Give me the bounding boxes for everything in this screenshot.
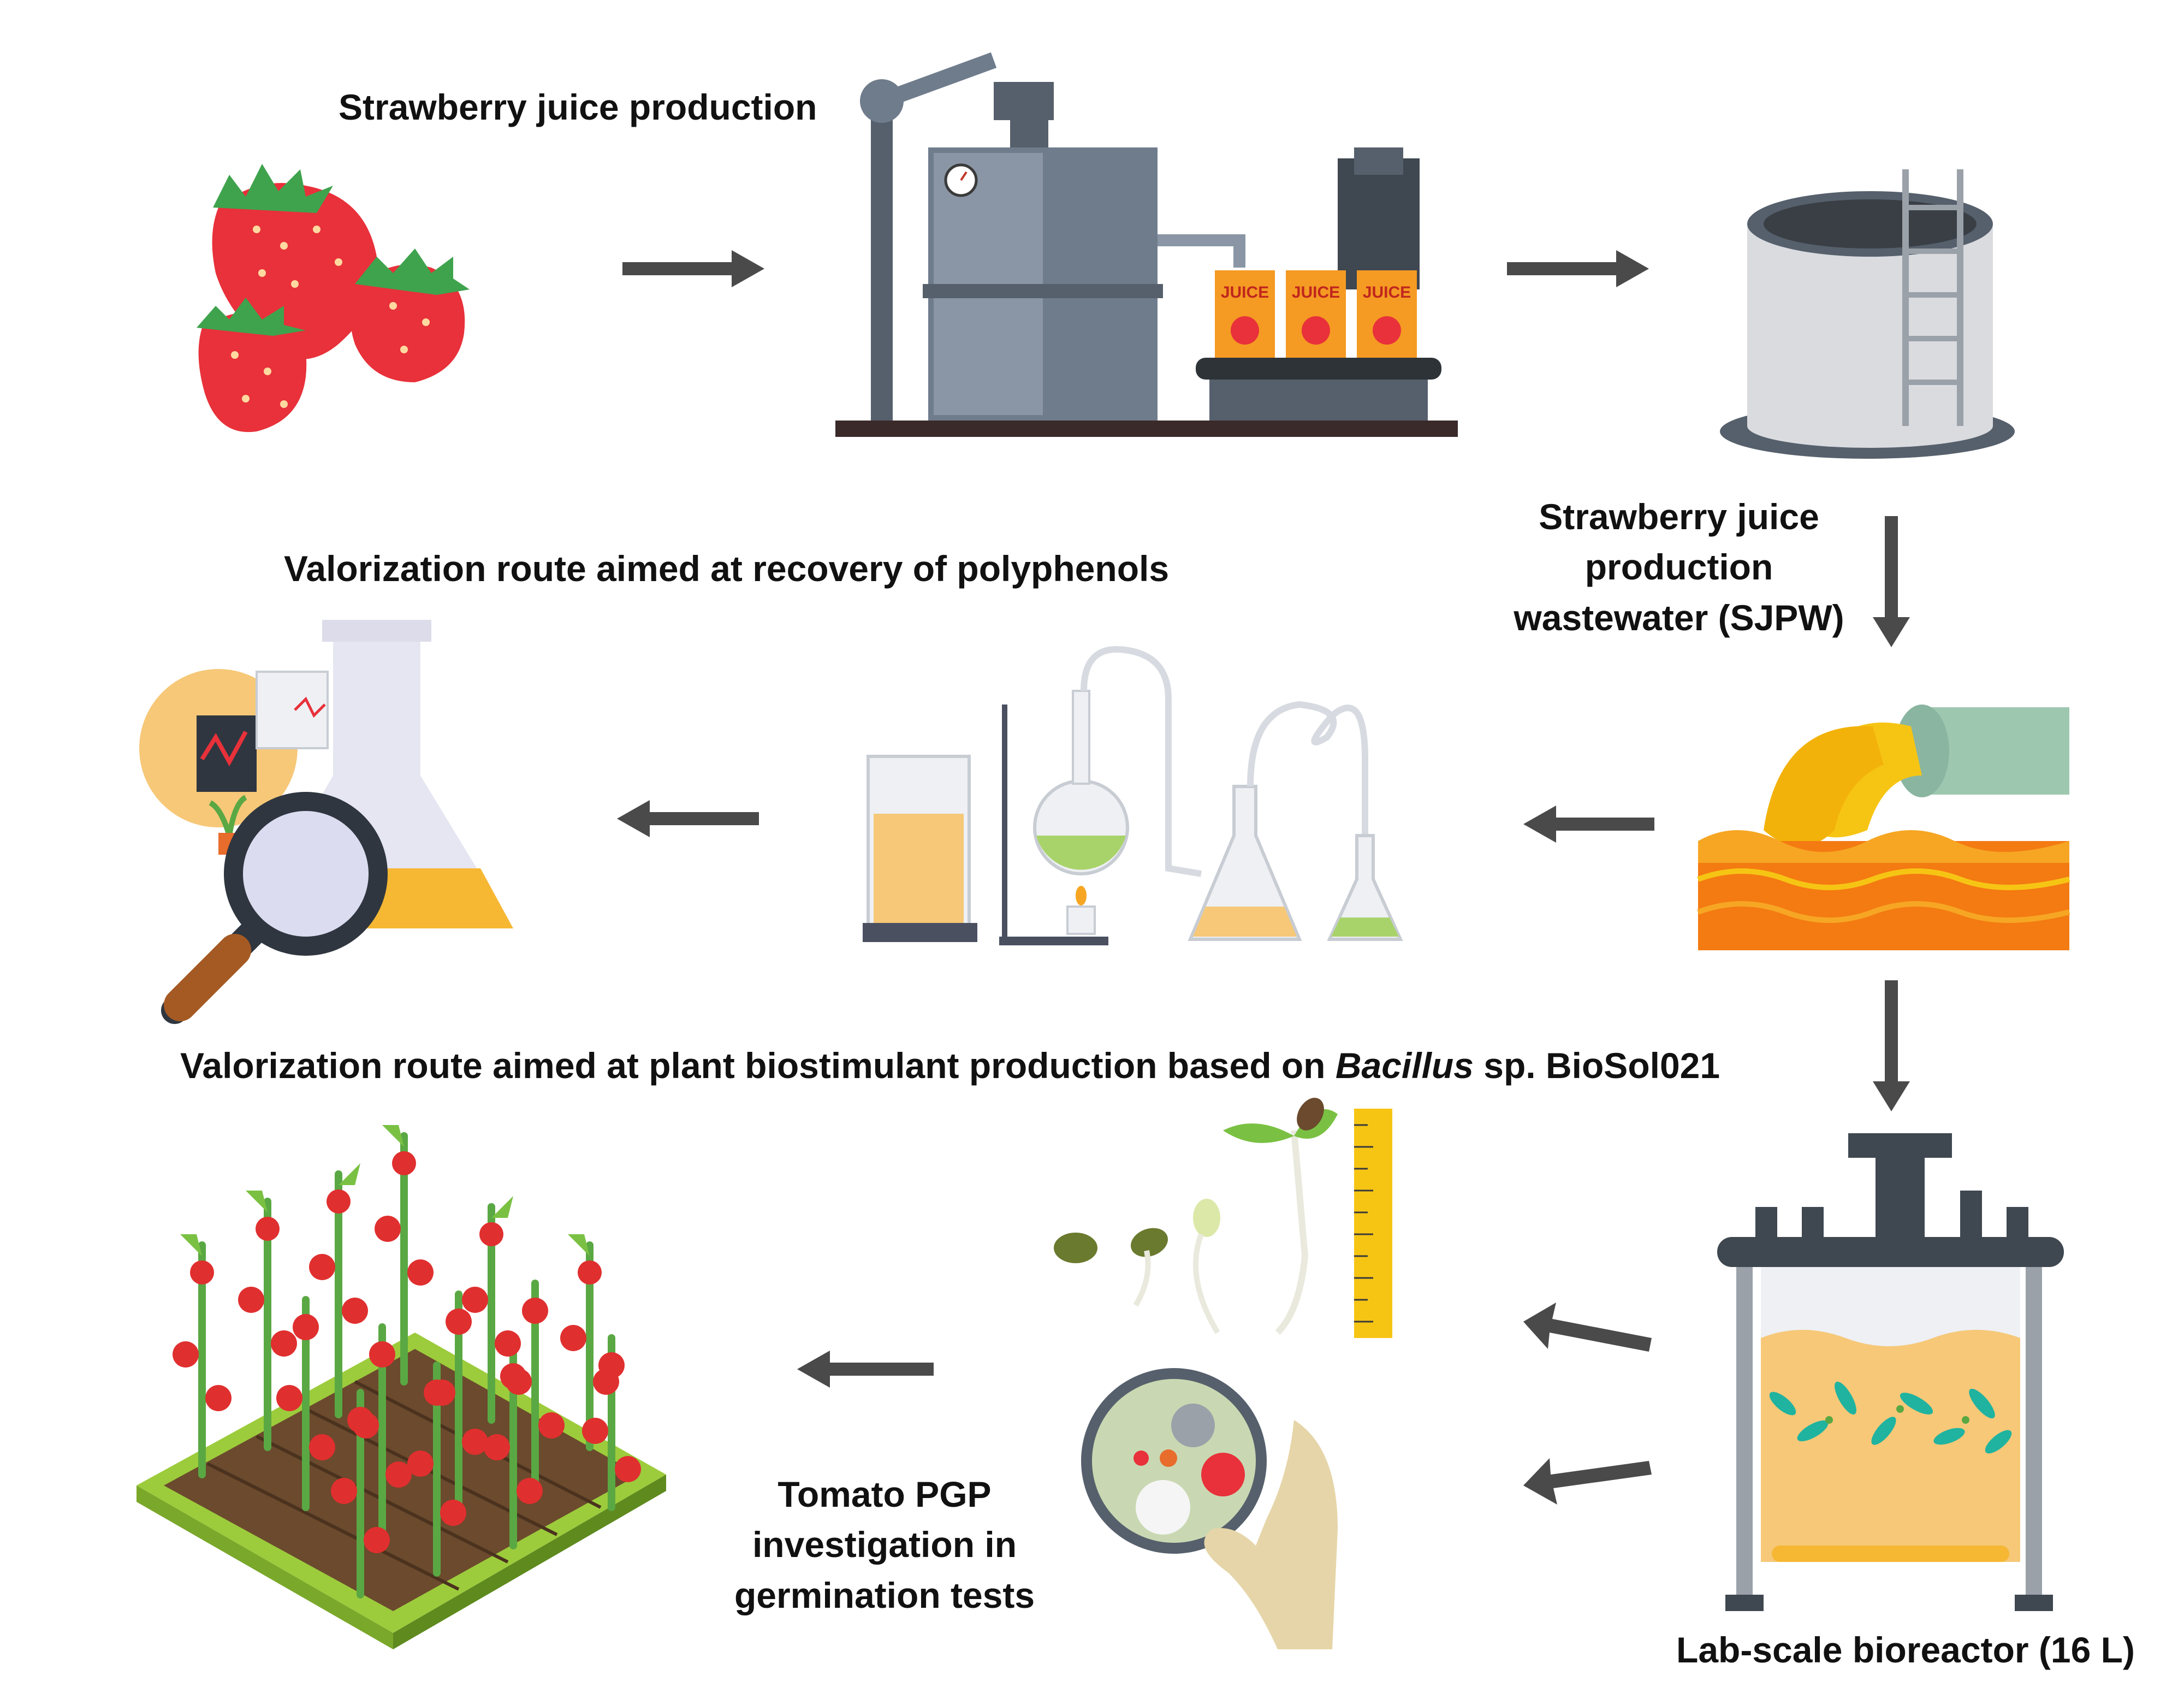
arrow-left-2 bbox=[617, 800, 759, 837]
arrow-left-diag-down bbox=[1523, 1458, 1652, 1505]
juice-pack-text-1: JUICE bbox=[1221, 283, 1269, 301]
seedlings-ruler-icon bbox=[1054, 1098, 1392, 1338]
juice-pack-text-2: JUICE bbox=[1292, 283, 1340, 301]
arrow-left-1 bbox=[1523, 806, 1654, 843]
arrow-right-2 bbox=[1507, 250, 1649, 287]
lab-glassware-icon bbox=[863, 646, 1403, 945]
juice-pack-text-3: JUICE bbox=[1363, 283, 1411, 301]
label-sjpw-line-1: Strawberry juice bbox=[1539, 496, 1819, 537]
arrow-down-1 bbox=[1873, 516, 1910, 647]
label-sjpw: Strawberry juice production wastewater (… bbox=[1474, 492, 1884, 643]
wastewater-pipe-icon bbox=[1697, 705, 2070, 950]
label-tomato-pgp-line-2: investigation in bbox=[752, 1524, 1017, 1565]
arrow-left-3 bbox=[797, 1351, 934, 1388]
storage-tank-icon bbox=[1720, 169, 2015, 459]
label-tomato-pgp: Tomato PGP investigation in germination … bbox=[710, 1469, 1059, 1620]
flow-arrows bbox=[617, 250, 1910, 1505]
label-biostimulant-italic: Bacillus bbox=[1335, 1045, 1474, 1086]
label-biostimulant-suffix: sp. BioSol021 bbox=[1473, 1045, 1720, 1086]
arrow-right-1 bbox=[622, 250, 764, 287]
label-strawberry-juice-production: Strawberry juice production bbox=[339, 87, 817, 127]
label-polyphenols-route: Valorization route aimed at recovery of … bbox=[284, 548, 1170, 589]
bioreactor-icon bbox=[1717, 1133, 2064, 1611]
label-biostimulant-route: Valorization route aimed at plant biosti… bbox=[180, 1040, 1720, 1091]
label-tomato-pgp-line-1: Tomato PGP bbox=[778, 1474, 992, 1514]
arrow-down-2 bbox=[1873, 980, 1910, 1111]
arrow-left-diag-up bbox=[1523, 1303, 1652, 1352]
juice-factory-icon: JUICE JUICE JUICE bbox=[835, 52, 1458, 437]
label-sjpw-line-3: wastewater (SJPW) bbox=[1514, 597, 1844, 638]
petri-dish-icon bbox=[1081, 1368, 1338, 1649]
strawberries-icon bbox=[197, 164, 470, 433]
label-tomato-pgp-line-3: germination tests bbox=[734, 1574, 1035, 1615]
label-bioreactor: Lab-scale bioreactor (16 L) bbox=[1676, 1630, 2135, 1670]
tomato-field-icon bbox=[136, 1125, 666, 1649]
label-sjpw-line-2: production bbox=[1584, 547, 1773, 588]
label-biostimulant-prefix: Valorization route aimed at plant biosti… bbox=[180, 1045, 1336, 1086]
flask-magnifier-icon bbox=[139, 620, 513, 1024]
